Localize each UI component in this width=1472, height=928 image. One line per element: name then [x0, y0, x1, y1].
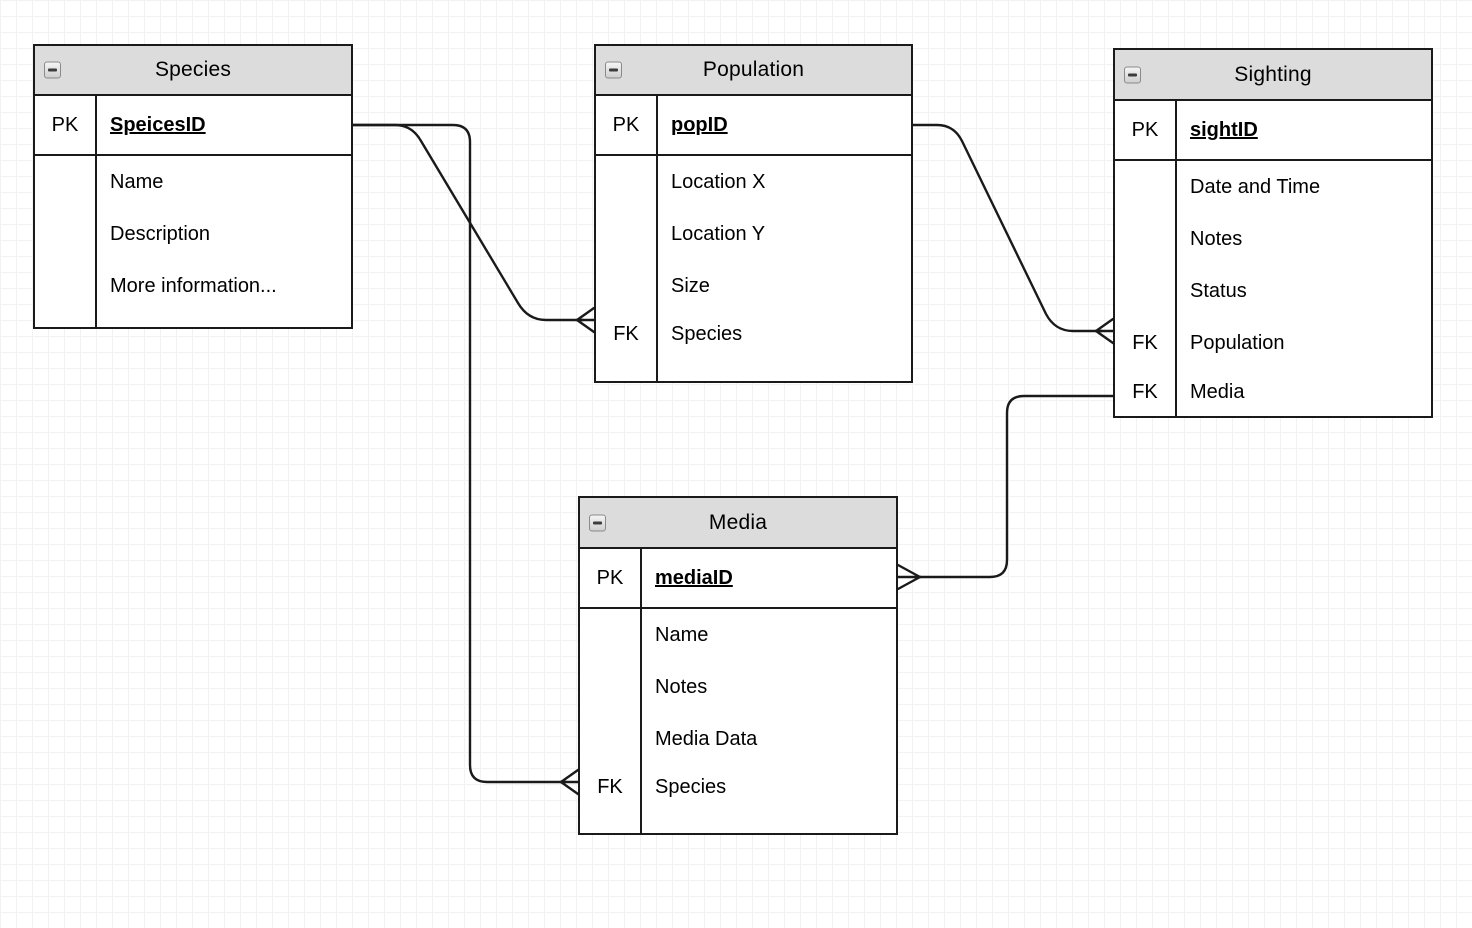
key-label — [580, 809, 640, 833]
entity-sighting-attributes: FK FK Date and Time Notes Status Populat… — [1115, 161, 1431, 416]
key-label — [35, 312, 95, 327]
crows-foot-population-sighting — [1094, 317, 1115, 345]
entity-media-title: Media — [708, 510, 768, 534]
entity-media-attributes: FK Name Notes Media Data Species — [580, 609, 896, 833]
key-label — [580, 609, 640, 661]
entity-species-title: Species — [154, 58, 232, 81]
field-label: mediaID — [640, 549, 896, 607]
key-label — [580, 713, 640, 765]
key-label — [596, 356, 656, 381]
key-label: PK — [596, 566, 624, 589]
field-label[interactable]: Status — [1190, 279, 1247, 302]
field-label[interactable]: Location X — [671, 170, 766, 193]
key-label — [596, 260, 656, 312]
key-label — [580, 661, 640, 713]
key-label — [596, 208, 656, 260]
field-label: sightID — [1175, 101, 1431, 159]
entity-species-header[interactable]: Species — [35, 46, 351, 96]
entity-population[interactable]: Population PK popID FK Location X Locati… — [594, 44, 913, 383]
key-label — [1115, 213, 1175, 265]
key-label: PK — [51, 113, 79, 136]
entity-species-attributes: Name Description More information... — [35, 156, 351, 327]
key-label: FK — [597, 775, 623, 798]
field-label: popID — [656, 96, 911, 154]
field-label[interactable]: Media — [1190, 381, 1245, 403]
key-label — [596, 156, 656, 208]
minus-collapse-icon[interactable] — [605, 61, 622, 79]
field-label — [642, 809, 896, 833]
crows-foot-species-media — [559, 768, 580, 796]
field-label[interactable]: Name — [110, 170, 164, 193]
entity-population-pk-block: PK popID — [596, 96, 911, 156]
entity-media-header[interactable]: Media — [580, 498, 896, 549]
table-row[interactable]: PK popID — [596, 96, 911, 154]
field-label: SpeicesID — [95, 96, 351, 154]
key-label: PK — [1131, 118, 1159, 141]
table-row[interactable]: PK SpeicesID — [35, 96, 351, 154]
key-label: PK — [612, 113, 640, 136]
field-label[interactable]: Location Y — [671, 222, 766, 245]
connector-species-population[interactable] — [351, 123, 596, 334]
field-label[interactable]: Species — [655, 775, 727, 798]
field-label[interactable]: More information... — [110, 274, 277, 297]
field-label[interactable]: Notes — [1190, 227, 1243, 250]
entity-sighting-header[interactable]: Sighting — [1115, 50, 1431, 101]
field-label[interactable]: Population — [1190, 331, 1285, 354]
table-row[interactable]: PK mediaID — [580, 549, 896, 607]
entity-population-title: Population — [702, 58, 805, 81]
field-label[interactable]: Description — [110, 222, 211, 245]
table-row[interactable]: PK sightID — [1115, 101, 1431, 159]
entity-sighting-pk-block: PK sightID — [1115, 101, 1431, 161]
entity-sighting-title: Sighting — [1234, 62, 1312, 86]
key-label: FK — [613, 322, 639, 345]
entity-media-pk-block: PK mediaID — [580, 549, 896, 609]
field-label[interactable]: Name — [655, 623, 709, 646]
entity-species[interactable]: Species PK SpeicesID Name Description Mo… — [33, 44, 353, 329]
entity-population-attributes: FK Location X Location Y Size Species — [596, 156, 911, 381]
minus-collapse-icon[interactable] — [589, 514, 606, 531]
entity-species-pk-block: PK SpeicesID — [35, 96, 351, 156]
connector-population-sighting[interactable] — [911, 123, 1115, 345]
minus-collapse-icon[interactable] — [1124, 66, 1141, 83]
field-label[interactable]: Size — [671, 274, 710, 297]
connector-media-sighting[interactable] — [896, 394, 1115, 591]
field-label[interactable]: Date and Time — [1190, 175, 1321, 198]
field-label[interactable]: Media Data — [655, 727, 758, 750]
entity-media[interactable]: Media PK mediaID FK Name Notes M — [578, 496, 898, 835]
key-label — [35, 156, 95, 208]
field-label — [658, 356, 911, 381]
entity-population-header[interactable]: Population — [596, 46, 911, 96]
crows-foot-media-sighting — [896, 563, 922, 591]
entity-sighting[interactable]: Sighting PK sightID FK FK Date and Time … — [1113, 48, 1433, 418]
crows-foot-species-population — [575, 306, 596, 334]
key-label: FK — [1132, 381, 1158, 403]
key-label: FK — [1132, 331, 1158, 354]
key-label — [35, 260, 95, 312]
minus-collapse-icon[interactable] — [44, 61, 61, 79]
field-label[interactable]: Species — [671, 322, 743, 345]
field-label[interactable]: Notes — [655, 675, 708, 698]
connector-species-media[interactable] — [351, 123, 580, 796]
key-label — [35, 208, 95, 260]
field-label — [97, 312, 351, 327]
key-label — [1115, 265, 1175, 317]
key-label — [1115, 161, 1175, 213]
